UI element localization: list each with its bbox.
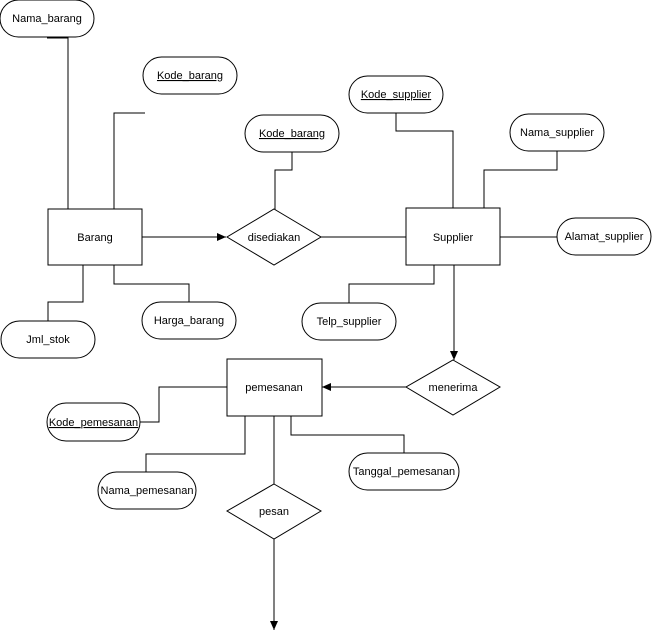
attribute-harga-barang[interactable]: Harga_barang xyxy=(141,301,237,340)
edge-nama-pemesanan xyxy=(145,416,246,472)
relationship-menerima-label: menerima xyxy=(429,382,479,394)
relationship-pesan[interactable]: pesan xyxy=(226,483,322,540)
relationship-disediakan-label: disediakan xyxy=(248,232,301,244)
relationship-menerima[interactable]: menerima xyxy=(405,359,501,416)
edge-nama-supplier xyxy=(483,151,558,208)
attribute-kode-pemesanan[interactable]: Kode_pemesanan xyxy=(46,402,141,442)
attribute-nama-supplier[interactable]: Nama_supplier xyxy=(509,113,605,152)
entity-barang[interactable]: Barang xyxy=(47,208,143,266)
attribute-kode-supplier-label: Kode_supplier xyxy=(361,89,432,101)
attribute-kode-barang-2-label: Kode_barang xyxy=(259,128,325,140)
attribute-alamat-supplier-label: Alamat_supplier xyxy=(565,231,644,243)
edge-kode-supplier xyxy=(395,113,454,208)
attribute-kode-pemesanan-label: Kode_pemesanan xyxy=(49,417,138,429)
attribute-tanggal-pemesanan-label: Tanggal_pemesanan xyxy=(353,466,455,478)
edge-nama-barang xyxy=(47,37,69,209)
relationship-disediakan[interactable]: disediakan xyxy=(226,208,322,266)
attribute-kode-barang-1[interactable]: Kode_barang xyxy=(142,56,238,95)
attribute-telp-supplier[interactable]: Telp_supplier xyxy=(301,302,397,341)
attribute-jml-stok-label: Jml_stok xyxy=(26,334,70,346)
entity-barang-label: Barang xyxy=(77,232,112,244)
entity-supplier[interactable]: Supplier xyxy=(405,207,501,266)
attribute-nama-pemesanan-label: Nama_pemesanan xyxy=(101,485,194,497)
attribute-telp-supplier-label: Telp_supplier xyxy=(317,316,382,328)
relationship-pesan-label: pesan xyxy=(259,506,289,518)
attribute-nama-barang-label: Nama_barang xyxy=(12,13,82,25)
attribute-kode-barang-2[interactable]: Kode_barang xyxy=(244,114,340,153)
attribute-kode-barang-1-label: Kode_barang xyxy=(157,70,223,82)
attribute-harga-barang-label: Harga_barang xyxy=(154,315,224,327)
entity-pemesanan[interactable]: pemesanan xyxy=(226,358,323,417)
attribute-alamat-supplier[interactable]: Alamat_supplier xyxy=(556,217,652,256)
edge-tanggal-pemesanan xyxy=(290,416,405,453)
attribute-nama-supplier-label: Nama_supplier xyxy=(520,127,594,139)
edge-kode-pemesanan xyxy=(140,386,227,423)
edge-kode-barang-2 xyxy=(274,152,293,210)
attribute-nama-barang[interactable]: Nama_barang xyxy=(0,0,95,38)
attribute-jml-stok[interactable]: Jml_stok xyxy=(0,320,96,359)
attribute-tanggal-pemesanan[interactable]: Tanggal_pemesanan xyxy=(348,452,460,491)
edge-kode-barang-1 xyxy=(113,112,145,209)
entity-pemesanan-label: pemesanan xyxy=(245,382,303,394)
entity-supplier-label: Supplier xyxy=(433,232,474,244)
edge-telp-supplier xyxy=(348,265,435,303)
attribute-nama-pemesanan[interactable]: Nama_pemesanan xyxy=(97,471,197,510)
connectors xyxy=(47,37,558,630)
edge-jml-stok xyxy=(47,265,84,322)
edge-harga-barang xyxy=(113,265,190,302)
attribute-kode-supplier[interactable]: Kode_supplier xyxy=(348,75,444,114)
